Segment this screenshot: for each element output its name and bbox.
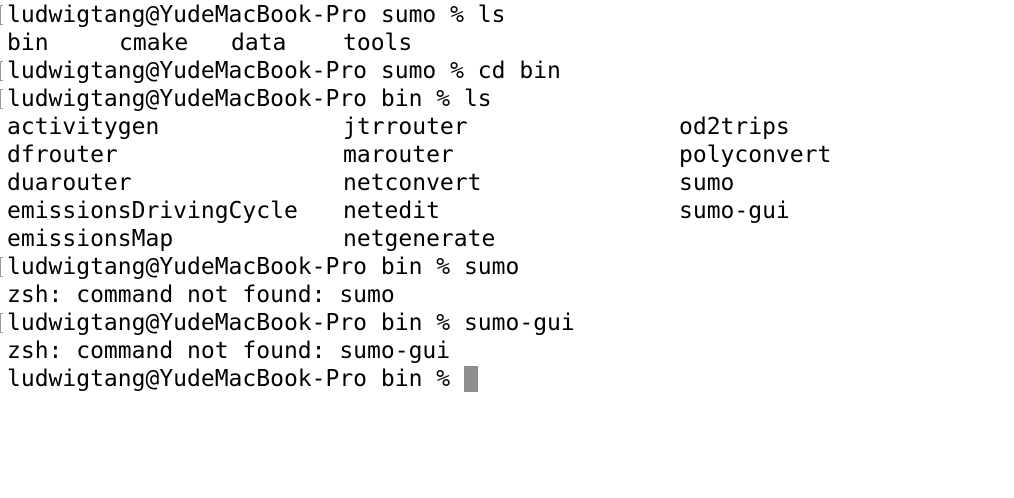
- ls-entry: cmake: [119, 30, 189, 56]
- ls-entry: emissionsMap: [7, 226, 174, 252]
- error-output: zsh: command not found: sumo-gui: [7, 338, 451, 364]
- command-line: ludwigtang@YudeMacBook-Pro bin % sumo: [0, 253, 1014, 281]
- command-line: ludwigtang@YudeMacBook-Pro bin % sumo-gu…: [0, 309, 1014, 337]
- ls-entry: netconvert: [343, 170, 482, 196]
- ls-output-row: dfrouter marouter polyconvert: [0, 141, 1014, 169]
- ls-output-row: emissionsDrivingCycle netedit sumo-gui: [0, 197, 1014, 225]
- command-line: ludwigtang@YudeMacBook-Pro sumo % cd bin: [0, 57, 1014, 85]
- prompt-text: ludwigtang@YudeMacBook-Pro bin %: [7, 366, 464, 392]
- ls-entry: emissionsDrivingCycle: [7, 198, 298, 224]
- error-output: zsh: command not found: sumo: [7, 282, 395, 308]
- ls-entry: sumo-gui: [679, 198, 790, 224]
- active-prompt-line[interactable]: ludwigtang@YudeMacBook-Pro bin %: [0, 365, 1014, 393]
- ls-entry: dfrouter: [7, 142, 118, 168]
- ls-output-row: activitygen jtrrouter od2trips: [0, 113, 1014, 141]
- ls-output-row: bin cmake data tools: [0, 29, 1014, 57]
- command-line: ludwigtang@YudeMacBook-Pro sumo % ls: [0, 1, 1014, 29]
- ls-entry: tools: [343, 30, 413, 56]
- ls-output-row: emissionsMap netgenerate: [0, 225, 1014, 253]
- ls-entry: polyconvert: [679, 142, 832, 168]
- ls-entry: netedit: [343, 198, 440, 224]
- ls-entry: duarouter: [7, 170, 132, 196]
- ls-entry: jtrrouter: [343, 114, 468, 140]
- ls-output-row: duarouter netconvert sumo: [0, 169, 1014, 197]
- ls-entry: activitygen: [7, 114, 160, 140]
- command-line: ludwigtang@YudeMacBook-Pro bin % ls: [0, 85, 1014, 113]
- text-cursor[interactable]: [463, 366, 478, 392]
- ls-entry: netgenerate: [343, 226, 496, 252]
- ls-entry: marouter: [343, 142, 454, 168]
- ls-entry: data: [231, 30, 287, 56]
- ls-entry: od2trips: [679, 114, 790, 140]
- ls-entry: sumo: [679, 170, 735, 196]
- ls-entry: bin: [7, 30, 49, 56]
